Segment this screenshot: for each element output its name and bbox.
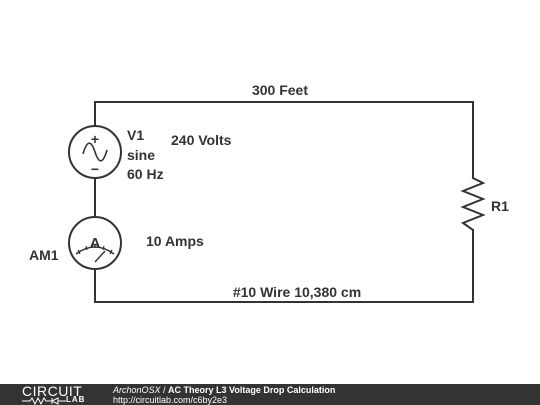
credit-separator: / [160,385,169,395]
resistor-symbol [460,176,486,232]
source-name-label: V1 [127,127,144,143]
logo-wave-icon [22,397,66,405]
circuit-title: AC Theory L3 Voltage Drop Calculation [168,385,336,395]
wire-label: #10 Wire 10,380 cm [233,284,361,300]
top-wire [94,101,474,179]
circuit-diagram: + − A 300 Feet V1 sine 60 Hz 240 Volts A… [29,82,509,303]
circuitlab-logo[interactable]: CIRCUIT LAB [22,383,94,405]
logo-wordmark-top: CIRCUIT [22,383,83,399]
resistor-name-label: R1 [491,198,509,214]
circuit-url-link[interactable]: http://circuitlab.com/c6by2e3 [113,395,228,405]
ammeter-symbol [68,216,122,270]
voltage-source-symbol [68,125,122,179]
source-frequency-label: 60 Hz [127,166,164,182]
source-minus-sign: − [91,161,99,177]
source-plus-sign: + [91,131,99,147]
ammeter-letter: A [90,235,101,252]
current-label: 10 Amps [146,233,204,249]
footer-bar: CIRCUIT LAB ArchonOSX / AC Theory L3 Vol… [0,384,540,405]
right-lower-wire [94,229,474,303]
source-type-label: sine [127,147,155,163]
length-label: 300 Feet [252,82,308,98]
source-voltage-label: 240 Volts [171,132,232,148]
author-link[interactable]: ArchonOSX [113,385,161,395]
logo-wordmark-bottom: LAB [66,395,86,404]
circuit-credit: ArchonOSX / AC Theory L3 Voltage Drop Ca… [113,385,335,395]
ammeter-name-label: AM1 [29,247,59,263]
